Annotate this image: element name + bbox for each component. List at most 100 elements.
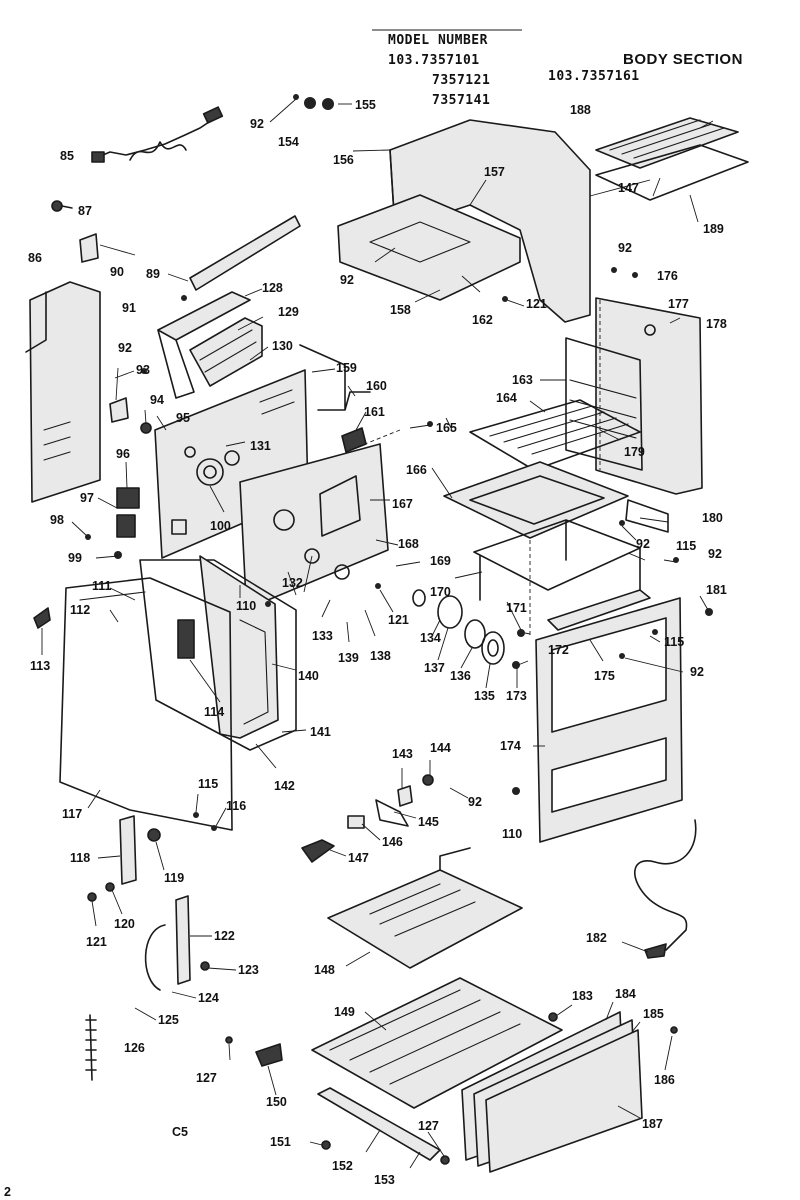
hinge-spring-part-122 xyxy=(144,895,210,991)
callout-151: 151 xyxy=(270,1135,291,1149)
callout-175: 175 xyxy=(594,669,615,683)
callout-153: 153 xyxy=(374,1173,395,1187)
callout-144: 144 xyxy=(430,741,451,755)
callout-110-a: 110 xyxy=(236,599,256,613)
callout-91: 91 xyxy=(122,301,136,315)
door-panel-part-117 xyxy=(59,577,233,831)
drip-pan-part-158 xyxy=(337,194,521,301)
callout-92-c: 92 xyxy=(618,241,632,255)
callout-92-d: 92 xyxy=(636,537,650,551)
bracket-part-150 xyxy=(255,1043,283,1067)
callout-128: 128 xyxy=(262,281,283,295)
callout-171: 171 xyxy=(506,601,527,615)
hinge-part-113 xyxy=(33,607,51,629)
callout-152: 152 xyxy=(332,1159,353,1173)
callout-145: 145 xyxy=(418,815,439,829)
model-number-label: MODEL NUMBER xyxy=(388,33,488,48)
callout-181: 181 xyxy=(706,583,727,597)
callout-121-a: 121 xyxy=(526,297,547,311)
callout-89: 89 xyxy=(146,267,160,281)
front-frame-part-174 xyxy=(535,597,683,843)
callout-92-e: 92 xyxy=(708,547,722,561)
callout-165: 165 xyxy=(436,421,457,435)
callout-180: 180 xyxy=(702,511,723,525)
burner-tube-part-182 xyxy=(634,819,697,959)
callout-173: 173 xyxy=(506,689,527,703)
side-panel-part-86 xyxy=(25,281,101,503)
callout-127-a: 127 xyxy=(196,1071,217,1085)
callout-116: 116 xyxy=(226,799,246,813)
callout-115-c: 115 xyxy=(198,777,218,791)
callout-121-b: 121 xyxy=(388,613,409,627)
callout-87: 87 xyxy=(78,204,92,218)
hinge-part-118 xyxy=(87,815,161,902)
callout-132: 132 xyxy=(282,576,303,590)
callout-179: 179 xyxy=(624,445,645,459)
callout-139: 139 xyxy=(338,651,359,665)
callout-97: 97 xyxy=(80,491,94,505)
oven-back-panel-part-177 xyxy=(595,297,703,495)
callout-156: 156 xyxy=(333,153,354,167)
vent-duct-part-128-130 xyxy=(157,291,263,399)
callout-140: 140 xyxy=(298,669,319,683)
callout-123: 123 xyxy=(238,963,259,977)
callout-100: 100 xyxy=(210,519,231,533)
callout-161: 161 xyxy=(364,405,385,419)
igniter-parts-143-147 xyxy=(301,774,434,863)
callout-90: 90 xyxy=(110,265,124,279)
callout-143: 143 xyxy=(392,747,413,761)
callout-131: 131 xyxy=(250,439,271,453)
callout-86: 86 xyxy=(28,251,42,265)
callout-96: 96 xyxy=(116,447,130,461)
callout-154: 154 xyxy=(278,135,299,149)
callout-178: 178 xyxy=(706,317,727,331)
callout-155: 155 xyxy=(355,98,376,112)
screw-part-127 xyxy=(225,1036,233,1044)
callout-92-f: 92 xyxy=(690,665,704,679)
burner-box-part-170 xyxy=(473,519,641,601)
callout-138: 138 xyxy=(370,649,391,663)
callout-92-g: 92 xyxy=(118,341,132,355)
hardware-screws xyxy=(85,94,713,831)
callout-110-b: 110 xyxy=(502,827,522,841)
burner-tray-part-148 xyxy=(327,847,523,969)
callout-118: 118 xyxy=(70,851,90,865)
callout-85: 85 xyxy=(60,149,74,163)
callout-148: 148 xyxy=(314,963,335,977)
callout-93: 93 xyxy=(136,363,150,377)
model-number-1: 103.7357101 xyxy=(388,53,480,68)
callout-94: 94 xyxy=(150,393,164,407)
callout-141: 141 xyxy=(310,725,331,739)
callout-117: 117 xyxy=(62,807,82,821)
callout-170: 170 xyxy=(430,585,451,599)
callout-126: 126 xyxy=(124,1041,145,1055)
callout-166: 166 xyxy=(406,463,427,477)
callout-182: 182 xyxy=(586,931,607,945)
callout-146: 146 xyxy=(382,835,403,849)
bracket-part-159-160 xyxy=(299,344,371,411)
broiler-pan-part-189 xyxy=(595,144,749,201)
callout-185: 185 xyxy=(643,1007,664,1021)
page-number: 2 xyxy=(4,1185,11,1199)
callout-147-b: 147 xyxy=(348,851,369,865)
switch-part-97 xyxy=(116,514,136,538)
callout-157: 157 xyxy=(484,165,505,179)
knob-part-93-94 xyxy=(109,397,152,434)
callout-184: 184 xyxy=(615,987,636,1001)
callout-142: 142 xyxy=(274,779,295,793)
callout-125: 125 xyxy=(158,1013,179,1027)
model-number-2: 7357121 xyxy=(432,73,490,88)
callout-120: 120 xyxy=(114,917,135,931)
callout-169: 169 xyxy=(430,554,451,568)
clip-part-87 xyxy=(51,200,73,212)
callout-176: 176 xyxy=(657,269,678,283)
callout-133: 133 xyxy=(312,629,333,643)
callout-113: 113 xyxy=(30,659,50,673)
power-cord-part-85 xyxy=(91,106,224,163)
callout-127-b: 127 xyxy=(418,1119,439,1133)
grate-part-188 xyxy=(595,117,739,169)
callout-137: 137 xyxy=(424,661,445,675)
callout-121-c: 121 xyxy=(86,935,107,949)
oven-side-part-180 xyxy=(625,499,669,533)
callout-labels: 85 87 86 90 89 91 92 154 155 156 157 92 … xyxy=(28,98,727,1187)
